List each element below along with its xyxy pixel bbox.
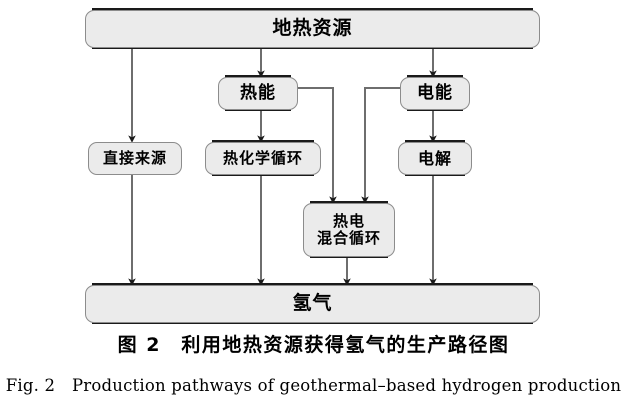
source-shadow [92,8,533,11]
figure-caption-english: Fig. 2 Production pathways of geothermal… [5,376,622,395]
node-electrolysis[interactable]: 电解 [398,142,472,175]
node-electric-energy[interactable]: 电能 [400,77,470,110]
node-label: 热能 [240,82,276,103]
edge-electric-to-hybrid [361,87,400,204]
node-label: 电能 [417,82,453,103]
figure-caption-chinese: 图 2 利用地热资源获得氢气的生产路径图 [117,334,510,356]
hydrogen-shadow [92,283,533,286]
node-label: 热化学循环 [222,149,303,168]
node-label: 直接来源 [102,149,167,168]
node-thermal-energy[interactable]: 热能 [218,77,298,110]
node-label: 热电 混合循环 [316,212,381,247]
node-hydrogen[interactable]: 氢气 [85,285,540,323]
hybrid-shadow [310,201,388,204]
node-hybrid-thermal-electric-cycle[interactable]: 热电 混合循环 [303,203,395,257]
node-label: 地热资源 [272,17,353,40]
node-thermochemical-cycle[interactable]: 热化学循环 [205,142,321,175]
node-label: 电解 [417,148,452,168]
node-label: 氢气 [292,292,333,315]
edge-thermal-to-hybrid [298,87,337,204]
node-direct-source[interactable]: 直接来源 [88,142,182,175]
node-geothermal-resource[interactable]: 地热资源 [85,10,540,48]
